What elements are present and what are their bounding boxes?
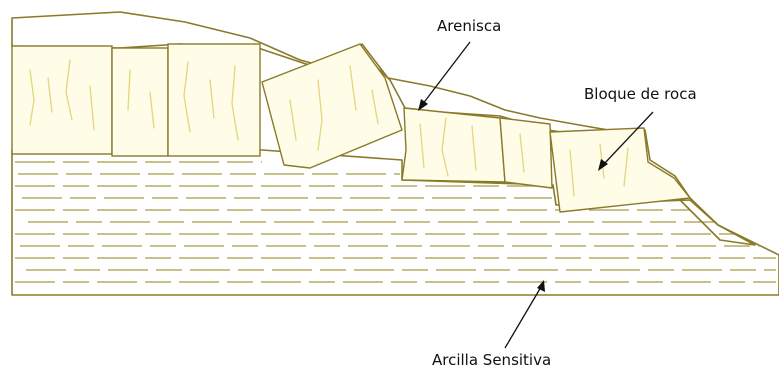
arrow-sandstone [422,42,470,105]
arrow-clay [505,287,541,348]
label-rock-block-text: Bloque de roca [584,85,697,103]
rock-block-2 [112,48,168,156]
label-sandstone: Arenisca [418,17,501,111]
rock-block-tilted [262,44,402,168]
rock-block-3 [168,44,260,156]
rock-blocks-intact [12,44,260,156]
label-sandstone-text: Arenisca [437,17,501,35]
label-clay-text: Arcilla Sensitiva [432,351,551,369]
arrowhead-sandstone [418,99,428,111]
label-clay: Arcilla Sensitiva [432,280,551,369]
rock-blocks-displaced [402,108,552,188]
rock-block-labeled [550,128,690,212]
rock-block-1 [12,46,112,154]
